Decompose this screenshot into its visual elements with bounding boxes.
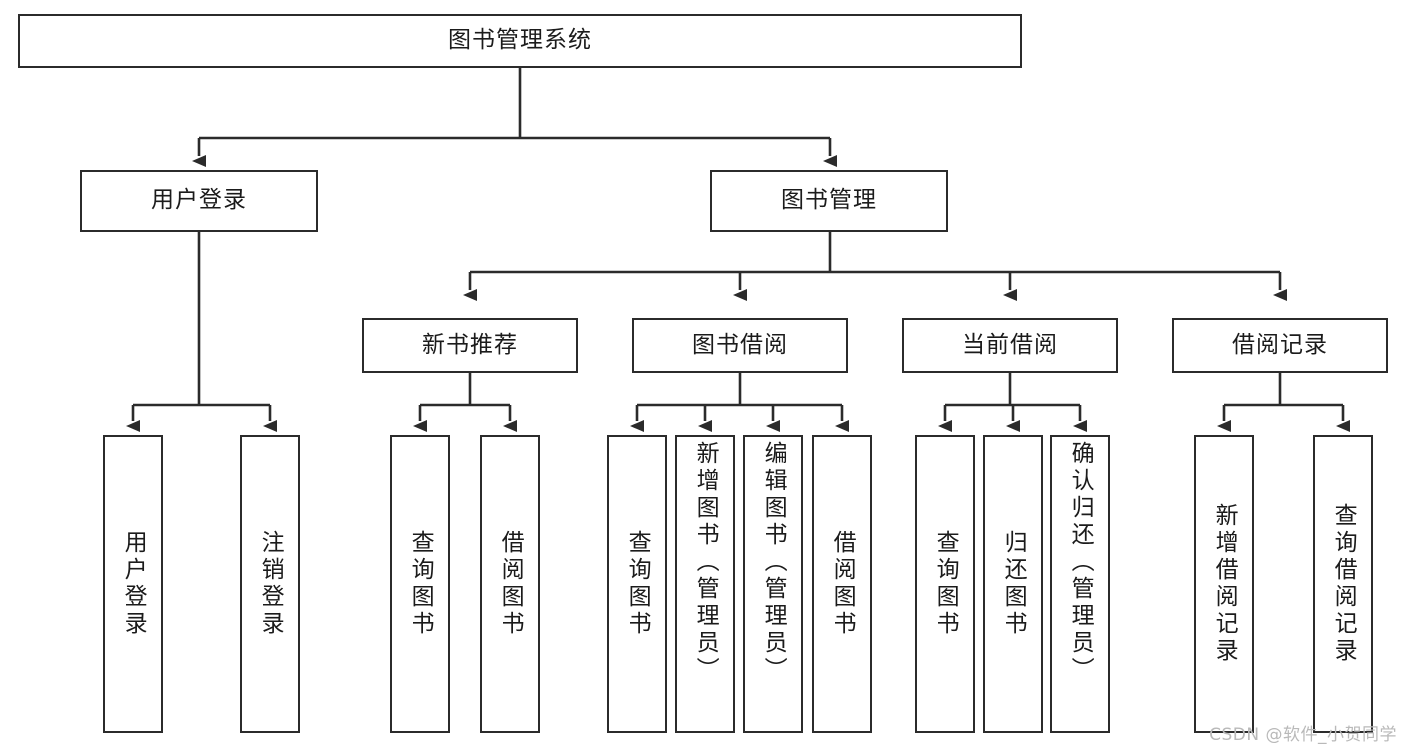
node-book-management-label: 图书管理 <box>781 187 877 214</box>
leaf-book-borrow-add-book-admin[interactable]: 新增图书（管理员） <box>675 435 735 733</box>
leaf-label: 注销登录 <box>257 530 284 638</box>
leaf-new-book-query-book[interactable]: 查询图书 <box>390 435 450 733</box>
leaf-label: 查询图书 <box>624 530 651 638</box>
leaf-label: 用户登录 <box>120 530 147 638</box>
node-current-borrow[interactable]: 当前借阅 <box>902 318 1118 373</box>
node-root-library-system[interactable]: 图书管理系统 <box>18 14 1022 68</box>
leaf-user-login-logout[interactable]: 注销登录 <box>240 435 300 733</box>
leaf-label: 新增图书（管理员） <box>692 441 719 684</box>
node-borrow-record-label: 借阅记录 <box>1232 331 1328 358</box>
leaf-borrow-record-query-record[interactable]: 查询借阅记录 <box>1313 435 1373 733</box>
node-new-book-recommend[interactable]: 新书推荐 <box>362 318 578 373</box>
leaf-label: 编辑图书（管理员） <box>760 441 787 684</box>
leaf-label: 归还图书 <box>1000 530 1027 638</box>
node-user-login-label: 用户登录 <box>151 187 247 214</box>
leaf-current-borrow-query-book[interactable]: 查询图书 <box>915 435 975 733</box>
leaf-label: 查询图书 <box>407 530 434 638</box>
node-root-label: 图书管理系统 <box>448 27 592 54</box>
leaf-label: 借阅图书 <box>497 530 524 638</box>
leaf-label: 查询图书 <box>932 530 959 638</box>
leaf-label: 借阅图书 <box>829 530 856 638</box>
leaf-book-borrow-borrow-book[interactable]: 借阅图书 <box>812 435 872 733</box>
node-book-management[interactable]: 图书管理 <box>710 170 948 232</box>
leaf-book-borrow-query-book[interactable]: 查询图书 <box>607 435 667 733</box>
leaf-label: 查询借阅记录 <box>1330 503 1357 665</box>
leaf-new-book-borrow-book[interactable]: 借阅图书 <box>480 435 540 733</box>
leaf-borrow-record-add-record[interactable]: 新增借阅记录 <box>1194 435 1254 733</box>
leaf-book-borrow-edit-book-admin[interactable]: 编辑图书（管理员） <box>743 435 803 733</box>
leaf-label: 确认归还（管理员） <box>1067 441 1094 684</box>
csdn-watermark: CSDN @软件_小贺同学 <box>1209 725 1397 745</box>
node-book-borrow[interactable]: 图书借阅 <box>632 318 848 373</box>
leaf-current-borrow-confirm-return-admin[interactable]: 确认归还（管理员） <box>1050 435 1110 733</box>
node-borrow-record[interactable]: 借阅记录 <box>1172 318 1388 373</box>
leaf-label: 新增借阅记录 <box>1211 503 1238 665</box>
node-new-book-recommend-label: 新书推荐 <box>422 331 518 358</box>
node-book-borrow-label: 图书借阅 <box>692 331 788 358</box>
leaf-current-borrow-return-book[interactable]: 归还图书 <box>983 435 1043 733</box>
node-current-borrow-label: 当前借阅 <box>962 331 1058 358</box>
leaf-user-login-login[interactable]: 用户登录 <box>103 435 163 733</box>
node-user-login[interactable]: 用户登录 <box>80 170 318 232</box>
